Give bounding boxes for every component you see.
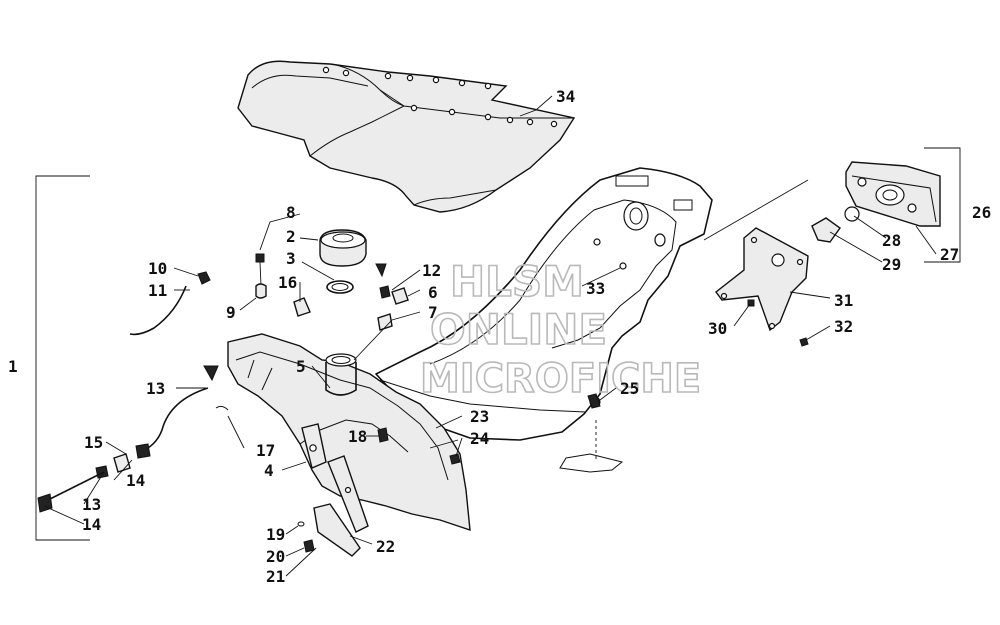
callout-6: 6 (428, 283, 438, 302)
callout-14-lower: 14 (82, 515, 101, 534)
callout-33: 33 (586, 279, 605, 298)
callout-23: 23 (470, 407, 489, 426)
callout-4: 4 (264, 461, 274, 480)
callout-31: 31 (834, 291, 853, 310)
callout-8: 8 (286, 203, 296, 222)
callout-14-upper: 14 (126, 471, 145, 490)
callout-34: 34 (556, 87, 575, 106)
callout-21: 21 (266, 567, 285, 586)
callout-11: 11 (148, 281, 167, 300)
watermark-line-1: HLSM (450, 257, 584, 306)
callout-13-lower: 13 (82, 495, 101, 514)
callout-19: 19 (266, 525, 285, 544)
callout-7: 7 (428, 303, 438, 322)
callout-1: 1 (8, 357, 18, 376)
hardware-parts (37, 253, 601, 557)
callout-22: 22 (376, 537, 395, 556)
callout-28: 28 (882, 231, 901, 250)
fuel-tank-part (227, 333, 471, 533)
watermark: HLSM ONLINE MICROFICHE (419, 256, 702, 403)
callout-5: 5 (296, 357, 306, 376)
bulb-socket-part (811, 206, 860, 243)
seat-cover-grommets (322, 66, 558, 128)
callout-13-upper: 13 (146, 379, 165, 398)
callout-26: 26 (972, 203, 991, 222)
seat-cover-part (237, 60, 576, 213)
callout-32: 32 (834, 317, 853, 336)
leader-lines (35, 95, 961, 577)
callout-30: 30 (708, 319, 727, 338)
callout-17: 17 (256, 441, 275, 460)
callout-12: 12 (422, 261, 441, 280)
callout-29: 29 (882, 255, 901, 274)
callout-20: 20 (266, 547, 285, 566)
callout-2: 2 (286, 227, 296, 246)
callout-16: 16 (278, 273, 297, 292)
callout-9: 9 (226, 303, 236, 322)
callout-10: 10 (148, 259, 167, 278)
callout-18: 18 (348, 427, 367, 446)
fuel-cap-part (319, 229, 367, 267)
callout-24: 24 (470, 429, 489, 448)
callout-labels: 1 2 3 4 5 6 7 8 9 10 11 12 13 13 14 14 1… (8, 87, 991, 586)
callout-3: 3 (286, 249, 296, 268)
callout-25: 25 (620, 379, 639, 398)
callout-15: 15 (84, 433, 103, 452)
watermark-line-3: MICROFICHE (420, 356, 701, 402)
cap-gasket-part (326, 280, 354, 294)
taillight-housing-part (845, 161, 941, 227)
taillight-bracket-part (715, 227, 809, 347)
watermark-line-2: ONLINE (430, 305, 607, 354)
callout-27: 27 (940, 245, 959, 264)
